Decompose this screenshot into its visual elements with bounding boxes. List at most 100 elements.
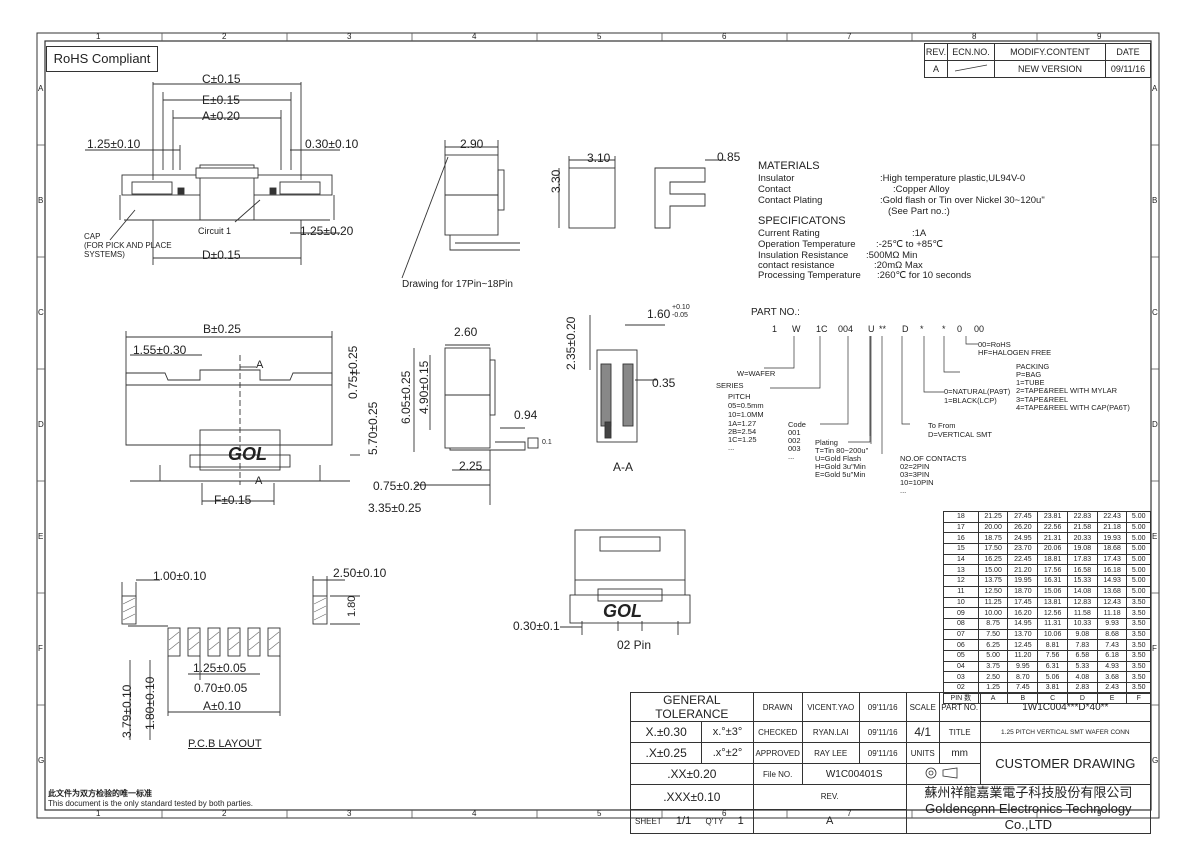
rev-label: REV.: [752, 784, 907, 810]
pin-cell: 5.00: [977, 649, 1009, 662]
pin-cell: 27.45: [1007, 511, 1039, 523]
pin-cell: 15.00: [977, 564, 1009, 577]
pin-cell: 13.75: [977, 575, 1009, 587]
pin-cell: 17.45: [1007, 596, 1039, 609]
pin-cell: 12: [943, 575, 979, 587]
grid-col: 8: [972, 32, 977, 41]
grid-col: 3: [347, 809, 352, 818]
dim-e: E±0.15: [202, 93, 240, 107]
pn-code: 1: [772, 324, 778, 334]
pin-cell: 13: [943, 564, 979, 577]
dim-605: 6.05±0.25: [399, 370, 413, 424]
pn-code: **: [879, 324, 887, 334]
dim-290: 2.90: [460, 137, 484, 151]
pn-pitch: 1A=1.27: [728, 419, 757, 428]
side-view-drawing: [401, 140, 520, 279]
dim-125: 1.25±0.05: [193, 661, 247, 675]
side-caption: Drawing for 17Pin~18Pin: [402, 279, 513, 290]
grid-row: D: [1152, 420, 1158, 429]
pn-plating: T=Tin 80~200u": [815, 446, 869, 455]
pin-cell: 16: [943, 532, 979, 545]
brand-logo: GOL: [228, 444, 267, 464]
checked-label: CHECKED: [752, 721, 803, 743]
pin-cell: 3.50: [1126, 607, 1151, 619]
pin-cell: 3.50: [1126, 660, 1151, 673]
units-label: UNITS: [905, 742, 940, 764]
pin-cell: 16.25: [977, 553, 1009, 566]
approved-date: 09'11/16: [858, 742, 907, 764]
pin-cell: 2.50: [977, 671, 1009, 683]
pn-code: 004: [838, 324, 854, 334]
dim-155: 1.55±0.30: [133, 343, 187, 357]
pin-cell: 23.81: [1037, 511, 1068, 523]
mat-key: Contact: [758, 184, 791, 195]
pin-cell: 15: [943, 543, 979, 555]
spec-key: Operation Temperature: [758, 239, 856, 250]
pin-cell: 9.93: [1096, 617, 1128, 630]
rev-value: A: [752, 808, 907, 834]
pin-cell: 12.43: [1096, 596, 1128, 609]
pin-cell: 26.20: [1007, 521, 1039, 534]
company-name: 蘇州祥龍嘉業電子科技股份有限公司 Goldenconn Electronics …: [905, 784, 1152, 834]
pin-cell: 17: [943, 521, 979, 534]
mat-val: :High temperature plastic,UL94V-0: [880, 173, 1026, 184]
pin-cell: 6.31: [1037, 660, 1068, 673]
pin-cell: 22.43: [1096, 511, 1128, 523]
pn-code-list: 003: [788, 444, 801, 453]
spec-val: :1A: [912, 228, 927, 239]
pin-cell: 5.00: [1126, 521, 1151, 534]
two-pin-drawing: [560, 529, 691, 635]
pin-cell: 7.56: [1037, 649, 1068, 662]
pin-cell: 12.83: [1066, 596, 1098, 609]
dim-260: 2.60: [454, 325, 478, 339]
pn-contacts: ...: [900, 486, 907, 495]
pin-cell: 19.95: [1007, 575, 1039, 587]
pin-cell: 3.75: [977, 660, 1009, 673]
pin-cell: 14.95: [1007, 617, 1039, 630]
pcb-caption: P.C.B LAYOUT: [188, 738, 262, 750]
revision-table: REV. ECN.NO. MODIFY.CONTENT DATE A NEW V…: [924, 43, 1151, 78]
dim-a: A±0.20: [202, 109, 240, 123]
dim-180: 1.80: [346, 595, 358, 617]
drawn-label: DRAWN: [752, 692, 803, 722]
pin-cell: 12.56: [1037, 607, 1068, 619]
pin-cell: 3.50: [1126, 671, 1151, 683]
dim-side: 1.25±0.20: [300, 224, 354, 238]
grid-row: C: [38, 308, 44, 317]
pn-code-list: 001: [788, 428, 801, 437]
cap-note-2: (FOR PICK AND PLACE: [84, 241, 172, 250]
materials-title: MATERIALS: [758, 160, 820, 172]
pin-cell: 5.00: [1126, 543, 1151, 555]
pin-cell: 13.70: [1007, 628, 1039, 641]
grid-col: 3: [347, 32, 352, 41]
two-pin-caption: 02 Pin: [617, 638, 652, 652]
section-mark-a: A: [255, 475, 263, 487]
mat-val: :Copper Alloy: [893, 184, 950, 195]
pn-pitch: 05=0.5mm: [728, 401, 764, 410]
pin-cell: 11.31: [1037, 617, 1068, 630]
spec-val: :-25℃ to +85℃: [876, 239, 944, 250]
dim-225: 2.25: [459, 459, 483, 473]
qty-label: Q'TY: [705, 817, 724, 827]
pin-cell: 08: [943, 617, 979, 630]
dim-310: 3.10: [587, 151, 611, 165]
pin-cell: 5.00: [1126, 575, 1151, 587]
sheet-value: 1/1: [675, 815, 692, 828]
file-no: W1C00401S: [801, 763, 907, 785]
pin-cell: 4.93: [1096, 660, 1128, 673]
dim-180b: 1.80±0.10: [143, 676, 157, 730]
pn-code: 1C: [816, 324, 828, 334]
pin-cell: 15.33: [1066, 575, 1098, 587]
dim-b: B±0.25: [203, 322, 241, 336]
pin-cell: 3.68: [1096, 671, 1128, 683]
qty-value: 1: [737, 815, 744, 828]
content-header: MODIFY.CONTENT: [994, 43, 1106, 61]
